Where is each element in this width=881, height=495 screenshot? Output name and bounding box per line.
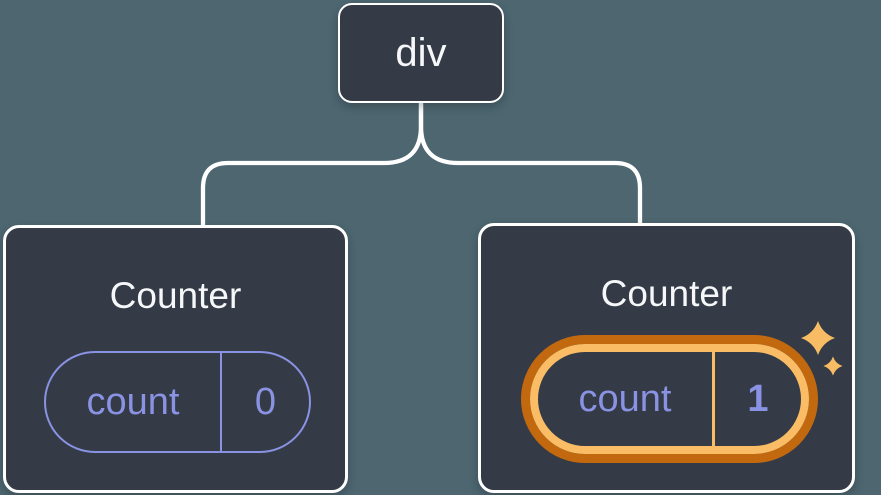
state-value: 1 xyxy=(747,377,769,420)
counter-node-title: Counter xyxy=(109,275,242,316)
root-node-label: div xyxy=(395,30,447,75)
connector-root-to-right-child xyxy=(418,100,643,226)
state-value: 0 xyxy=(254,380,277,423)
root-node-div: div xyxy=(338,3,504,103)
state-key-label: count xyxy=(578,377,672,420)
state-pill-divider xyxy=(220,353,222,451)
counter-node-right: Counter count 1 xyxy=(478,223,855,493)
counter-node-title: Counter xyxy=(600,273,733,314)
state-highlight-ring: count 1 xyxy=(521,335,818,463)
counter-node-left: Counter count 0 xyxy=(3,225,348,493)
state-pill-divider xyxy=(712,352,715,446)
state-pill-highlighted: count 1 xyxy=(530,344,809,454)
state-pill: count 0 xyxy=(44,351,311,453)
connector-root-to-left-child xyxy=(200,100,424,227)
state-key-label: count xyxy=(86,380,180,423)
